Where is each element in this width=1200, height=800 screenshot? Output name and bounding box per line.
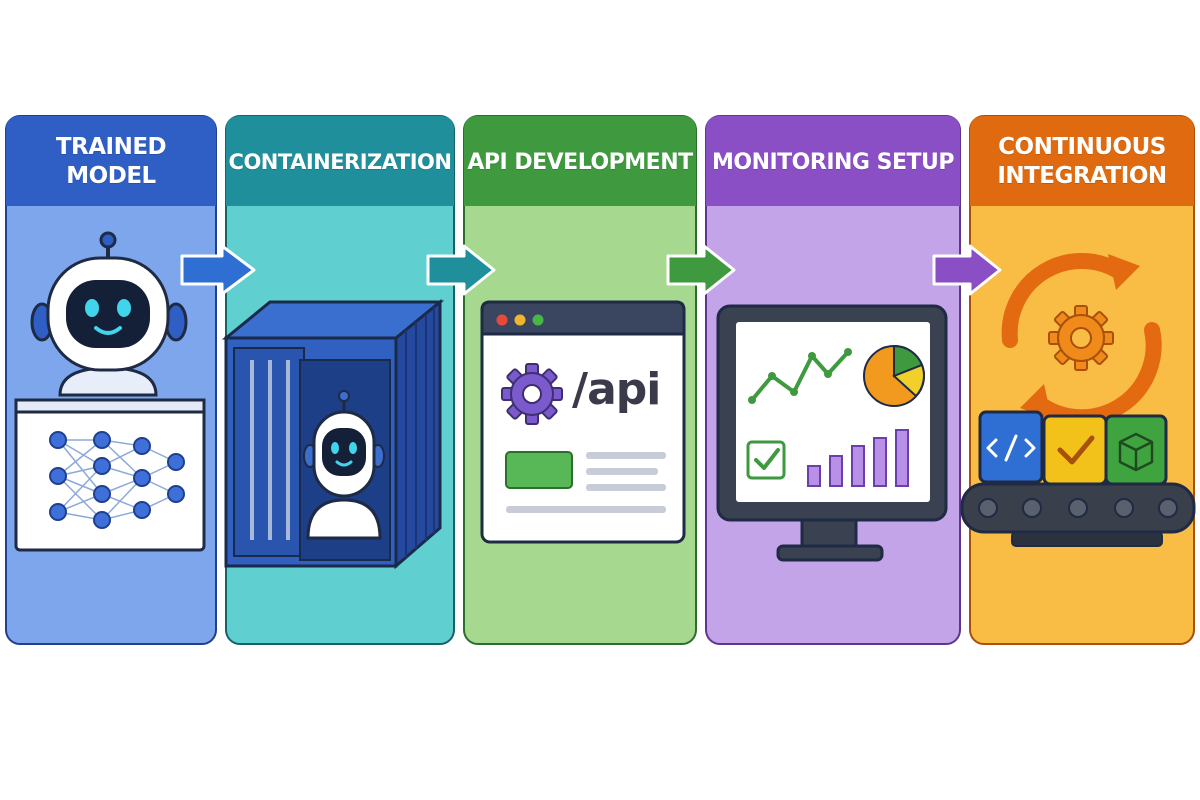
stage-title-line: INTEGRATION: [997, 163, 1167, 189]
check-block-icon: [1042, 414, 1108, 486]
line-chart-icon: [748, 348, 852, 404]
stage-title-line: CONTAINERIZATION: [228, 149, 452, 174]
right-arrow-icon: [932, 244, 1002, 296]
stage-title-line: MODEL: [66, 163, 156, 189]
right-arrow-icon: [180, 244, 256, 296]
stage-title-continuous-integration: CONTINUOUS INTEGRATION: [970, 122, 1194, 202]
stage-title-trained-model: TRAINED MODEL: [6, 122, 216, 202]
stage-panel-monitoring-setup: [705, 115, 961, 645]
api-endpoint-label: /api: [572, 364, 661, 415]
bar-chart-icon: [807, 429, 909, 487]
neural-network-icon: [14, 398, 206, 552]
stage-title-line: API DEVELOPMENT: [467, 149, 693, 175]
pie-chart-icon: [863, 344, 925, 407]
stage-title-line: TRAINED: [55, 134, 167, 160]
stage-title-line: CONTINUOUS: [998, 134, 1166, 160]
stage-title-containerization: CONTAINERIZATION: [226, 122, 454, 202]
stage-title-api-development: API DEVELOPMENT: [464, 122, 696, 202]
stage-panel-continuous-integration: [960, 115, 1196, 645]
robot-icon: [303, 390, 385, 540]
conveyor-belt-icon: [960, 482, 1196, 547]
code-block-icon: [978, 410, 1044, 484]
right-arrow-icon: [426, 244, 496, 296]
package-block-icon: [1104, 414, 1168, 486]
shipping-container-icon: [221, 298, 445, 570]
stage-panel-api-development: [463, 115, 697, 645]
monitor-icon: [716, 304, 948, 562]
checkmark-icon: [746, 440, 786, 480]
browser-window-icon: [480, 300, 686, 544]
gear-icon: [501, 363, 563, 425]
stage-panel-containerization: [221, 115, 455, 645]
stage-panel-trained-model: [5, 115, 217, 645]
stage-title-line: MONITORING SETUP: [711, 149, 955, 175]
robot-icon: [30, 231, 188, 397]
right-arrow-icon: [666, 244, 736, 296]
stage-title-monitoring-setup: MONITORING SETUP: [706, 122, 960, 202]
gear-icon: [1048, 305, 1114, 371]
cycle-arrows-icon: [1001, 252, 1162, 426]
